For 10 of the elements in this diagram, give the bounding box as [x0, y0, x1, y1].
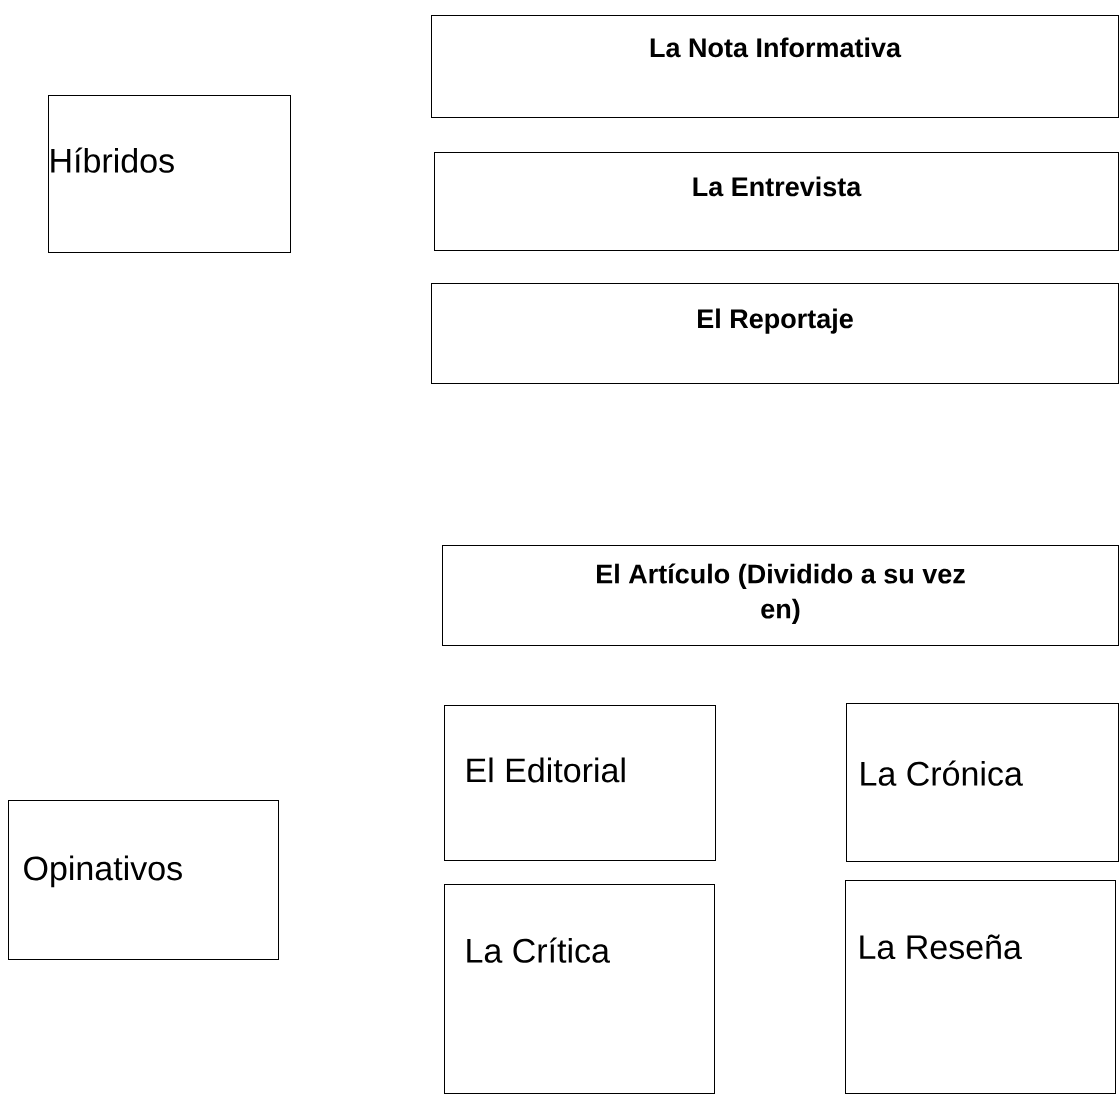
- subgenre-box: El Editorial: [444, 705, 716, 861]
- category-box: Híbridos: [48, 95, 291, 253]
- genre-box: La Nota Informativa: [431, 15, 1119, 118]
- genre-box: El Artículo (Dividido a su vez en): [442, 545, 1119, 646]
- subgenre-box: La Reseña: [845, 880, 1116, 1094]
- genre-box: La Entrevista: [434, 152, 1119, 251]
- genre-box: El Reportaje: [431, 283, 1119, 384]
- subgenre-box: La Crónica: [846, 703, 1119, 862]
- subgenre-box: La Crítica: [444, 884, 715, 1094]
- category-box: Opinativos: [8, 800, 279, 960]
